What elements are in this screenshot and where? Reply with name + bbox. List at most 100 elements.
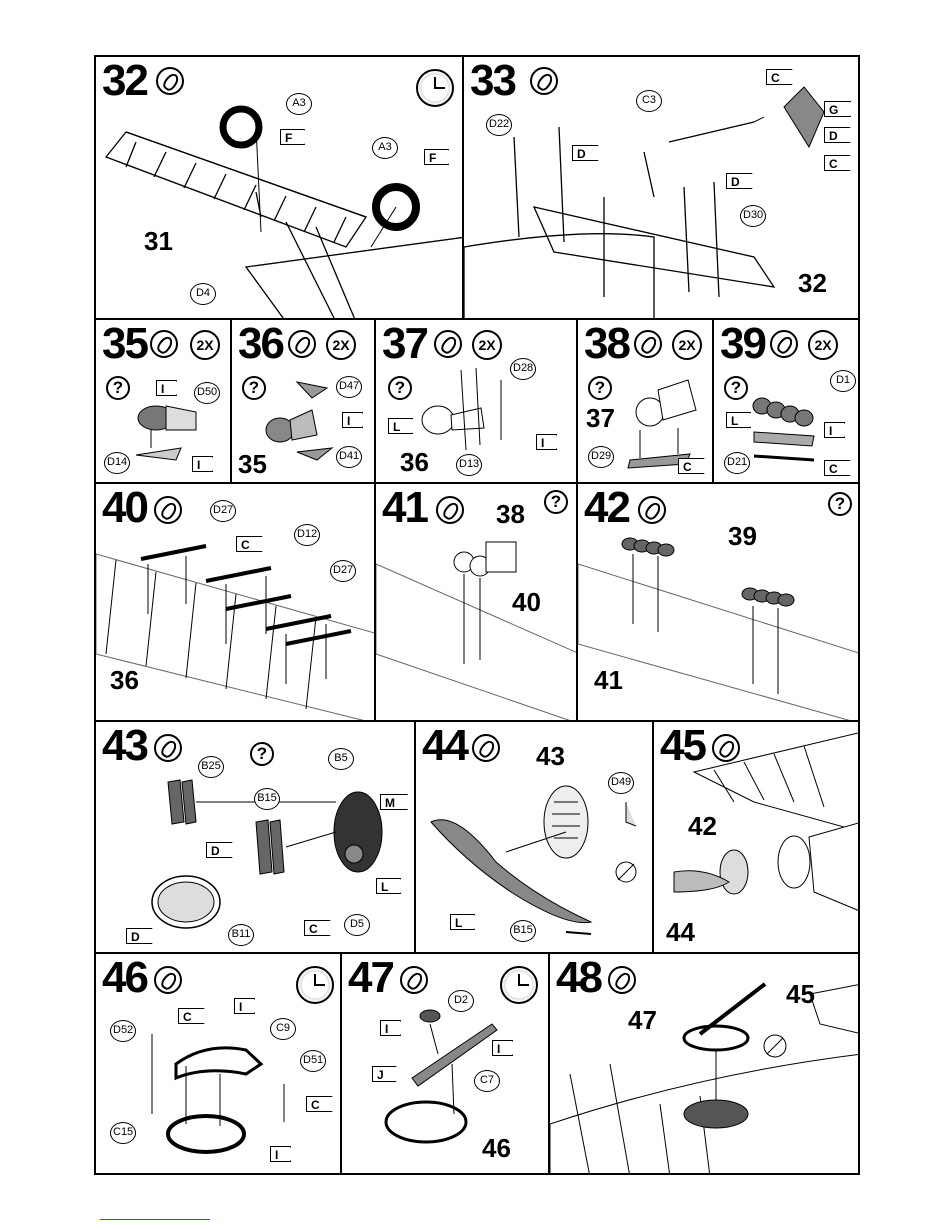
clock-icon	[500, 966, 538, 1004]
part-ref-c9: C9	[270, 1018, 296, 1040]
part-ref-d12: D12	[294, 524, 321, 546]
color-tag-c: C	[304, 920, 331, 936]
part-ref-b15: B15	[510, 920, 536, 942]
step-40-panel: 40 D27 C D12 D27 36	[94, 482, 376, 722]
part-ref-b15: B15	[254, 788, 280, 810]
color-tag-c: C	[766, 69, 793, 85]
assembly-label: 44	[666, 917, 695, 947]
question-icon: ?	[588, 376, 612, 400]
color-tag-i: I	[270, 1146, 292, 1162]
step-number: 46	[102, 953, 149, 1002]
machine-gun-drawing	[384, 1009, 498, 1144]
step-36-panel: 36 2X ? D47 I D41 35	[230, 318, 376, 484]
bomb-fins-drawing	[265, 381, 334, 461]
assembly-label: 47	[628, 1005, 657, 1035]
multiplier-badge: 2X	[672, 330, 702, 360]
glue-icon	[150, 330, 178, 358]
glue-icon	[436, 496, 464, 524]
part-ref-d30: D30	[740, 205, 767, 227]
multiplier-badge: 2X	[190, 330, 220, 360]
part-ref-d51: D51	[300, 1050, 327, 1072]
multiplier-badge: 2X	[808, 330, 838, 360]
part-ref-b5: B5	[328, 748, 354, 770]
bomb-on-rack-drawing	[627, 379, 697, 469]
glue-icon	[472, 734, 500, 762]
assembly-label: 42	[688, 811, 717, 841]
fuselage-propeller-drawing	[673, 732, 858, 911]
step-number: 35	[102, 319, 149, 368]
color-tag-l: L	[726, 412, 752, 428]
part-ref-d41: D41	[336, 446, 363, 468]
glue-icon	[156, 67, 184, 95]
wing-assembly-drawing	[104, 105, 462, 318]
step-38-panel: 38 2X ? 37 D29 C	[576, 318, 714, 484]
assembly-label: 40	[512, 587, 541, 617]
part-ref-d28: D28	[510, 358, 537, 380]
step-number: 38	[584, 319, 631, 368]
part-ref-c3: C3	[636, 90, 662, 112]
multiplier-badge: 2X	[326, 330, 356, 360]
clock-icon	[296, 966, 334, 1004]
assembly-label: 41	[594, 665, 623, 695]
color-tag-f: F	[424, 149, 450, 165]
step-41-panel: 41 ? 38 40	[374, 482, 578, 722]
step-39-panel: 39 2X ? D1 L I D21 C	[712, 318, 860, 484]
question-icon: ?	[106, 376, 130, 400]
step-number: 47	[348, 953, 395, 1002]
fuselage-gun-mount-drawing	[550, 982, 858, 1173]
step-number: 41	[382, 483, 429, 532]
glue-icon	[634, 330, 662, 358]
step-44-panel: 44 43 D49 L B15	[414, 720, 654, 954]
part-ref-d22: D22	[486, 114, 513, 136]
part-ref-d2: D2	[448, 990, 474, 1012]
page-footer-line	[100, 1219, 210, 1220]
step-45-panel: 45 42 44	[652, 720, 860, 954]
step-33-panel: 33 D22 C3 D30 D D C G D C 32	[462, 55, 860, 320]
upper-wing-drawing	[464, 86, 825, 318]
assembly-label: 43	[536, 741, 565, 771]
step-46-panel: 46 D52 C I C9 D51 C C15 I	[94, 952, 342, 1175]
assembly-label: 35	[238, 449, 267, 479]
assembly-label: 38	[496, 499, 525, 529]
step-number: 40	[102, 483, 149, 532]
step-number: 45	[660, 721, 707, 770]
multiplier-badge: 2X	[472, 330, 502, 360]
part-ref-a3: A3	[372, 137, 398, 159]
color-tag-c: C	[306, 1096, 333, 1112]
glue-icon	[608, 966, 636, 994]
part-ref-d21: D21	[724, 452, 751, 474]
clock-icon	[416, 69, 454, 107]
step-32-panel: 32 A3 F A3 F D4 31	[94, 55, 464, 320]
part-ref-c15: C15	[110, 1122, 137, 1144]
step-43-panel: 43 ? B25 B5 B15 M D L C D5 D B11	[94, 720, 416, 954]
part-ref-d29: D29	[588, 446, 615, 468]
bomb-drawing	[135, 405, 197, 461]
glue-icon	[154, 496, 182, 524]
part-ref-d49: D49	[608, 772, 635, 794]
glue-icon	[712, 734, 740, 762]
step-number: 32	[102, 56, 149, 105]
part-ref-a3: A3	[286, 93, 312, 115]
engine-assembly-drawing	[151, 779, 383, 929]
color-tag-i: I	[192, 456, 214, 472]
step-number: 48	[556, 953, 603, 1002]
color-tag-c: C	[824, 155, 851, 171]
part-ref-d50: D50	[194, 382, 221, 404]
step-number: 42	[584, 483, 631, 532]
assembly-label: 36	[110, 665, 139, 695]
question-icon: ?	[388, 376, 412, 400]
part-ref-d1: D1	[830, 370, 856, 392]
glue-icon	[154, 734, 182, 762]
assembly-label: 45	[786, 979, 815, 1009]
bomb-cluster-drawing	[752, 397, 815, 462]
lower-wing-racks-drawing	[96, 544, 374, 720]
glue-icon	[288, 330, 316, 358]
step-47-panel: 47 D2 I I J C7 46	[340, 952, 550, 1175]
part-ref-d52: D52	[110, 1020, 137, 1042]
step-37-panel: 37 2X ? D28 L D13 I 36	[374, 318, 578, 484]
glue-icon	[770, 330, 798, 358]
bomb-clusters-attach-drawing	[578, 537, 858, 720]
question-icon: ?	[242, 376, 266, 400]
bomb-rack-drawing	[421, 367, 502, 451]
step-number: 36	[238, 319, 285, 368]
